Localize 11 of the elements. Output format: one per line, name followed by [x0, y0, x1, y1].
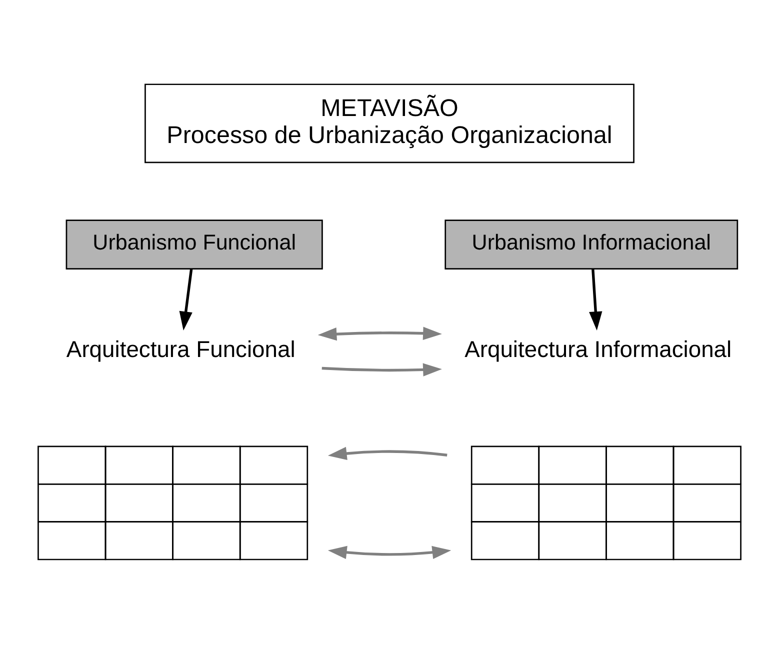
arrow: [328, 545, 452, 559]
arrow: [589, 268, 602, 330]
arrow: [179, 268, 193, 330]
node-box: METAVISÃO Processo de Urbanização Organizacional: [144, 83, 634, 163]
node-box: Urbanismo Funcional: [66, 219, 323, 269]
arrow: [328, 446, 448, 460]
node-text: Arquitectura Informacional: [464, 336, 732, 362]
arrow: [322, 362, 442, 376]
node-text: Arquitectura Funcional: [66, 336, 296, 362]
node-box: Urbanismo Informacional: [444, 219, 738, 269]
arrow: [318, 326, 442, 340]
